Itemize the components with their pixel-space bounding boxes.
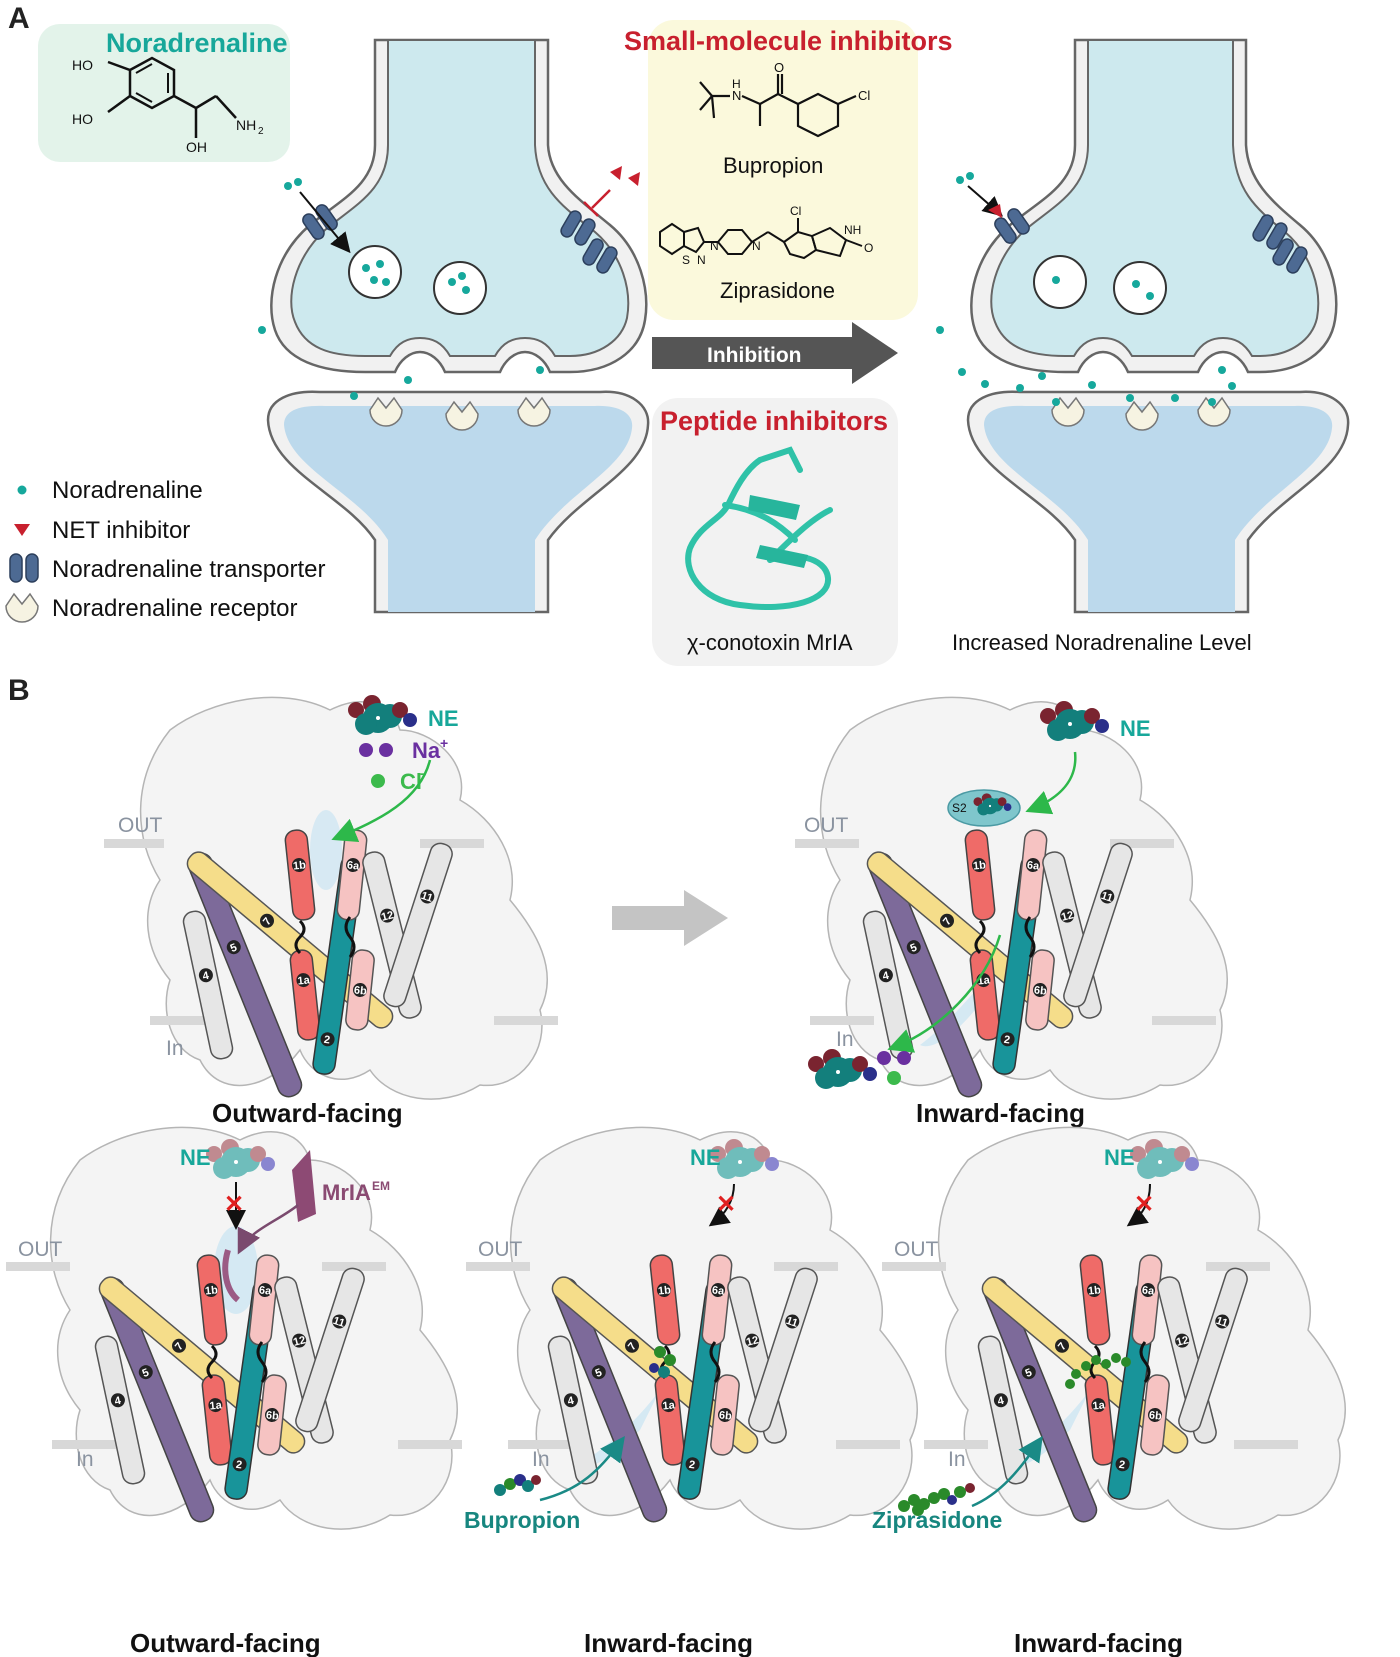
ne-label: NE — [428, 706, 459, 731]
ne-label: NE — [180, 1145, 211, 1170]
state-top-right: OUT In S2 NE Inward-facing — [795, 696, 1229, 1128]
ziprasidone-atom-o: O — [864, 241, 873, 255]
membrane-in-label: In — [76, 1448, 94, 1471]
state-label-bottom-left: Outward-facing — [130, 1628, 321, 1657]
membrane-in-label: In — [532, 1448, 550, 1471]
ziprasidone-atom-nh: NH — [844, 223, 861, 237]
legend-label-receptor: Noradrenaline receptor — [52, 595, 297, 622]
legend: Noradrenaline NET inhibitor Noradrenalin… — [5, 477, 325, 623]
state-bottom-mid: OUT In NE ✕ Bupropion Inward-facing — [464, 1126, 919, 1657]
small-molecule-box: Small-molecule inhibitors N H O Cl Bupro… — [624, 20, 953, 320]
ne-label: NE — [1120, 716, 1151, 741]
panel-letter-b: B — [8, 674, 30, 707]
membrane-out-label: OUT — [894, 1238, 939, 1261]
mria-label: MrIA — [322, 1180, 371, 1205]
legend-symbol-receptor — [5, 593, 39, 623]
legend-label-noradrenaline: Noradrenaline — [52, 477, 203, 504]
inhibition-arrow: Inhibition — [652, 322, 898, 384]
atom-nh2-sub: 2 — [258, 126, 264, 137]
state-top-left: OUT In NE Na + Cl - Outward-facing — [104, 695, 558, 1128]
ziprasidone-name: Ziprasidone — [720, 278, 835, 303]
bupropion-atom-cl: Cl — [858, 88, 870, 103]
panel-letter-a: A — [8, 2, 30, 35]
na-sup: + — [440, 735, 448, 751]
ziprasidone-atom-n: N — [710, 239, 719, 253]
membrane-in-label: In — [836, 1028, 854, 1051]
legend-symbol-net-inhibitor — [14, 524, 30, 536]
atom-oh: OH — [186, 139, 207, 155]
ne-label: NE — [1104, 1145, 1135, 1170]
bupropion-atom-h: H — [732, 77, 741, 91]
bupropion-molecule — [494, 1474, 541, 1496]
membrane-in-label: In — [948, 1448, 966, 1471]
atom-nh2: NH — [236, 117, 256, 133]
atom-ho-bottom: HO — [72, 111, 93, 127]
synapse-after: Increased Noradrenaline Level — [936, 38, 1350, 655]
ziprasidone-atom-cl: Cl — [790, 204, 801, 218]
membrane-in-label: In — [166, 1037, 184, 1060]
membrane-out-label: OUT — [18, 1238, 63, 1261]
na-label: Na — [412, 738, 441, 763]
mria-sup: EM — [372, 1179, 390, 1193]
bupropion-atom-n: N — [732, 88, 741, 103]
blocked-x: ✕ — [224, 1191, 244, 1218]
ziprasidone-drug-label: Ziprasidone — [872, 1507, 1002, 1533]
bupropion-drug-label: Bupropion — [464, 1507, 580, 1533]
inhibition-label: Inhibition — [707, 344, 801, 367]
ne-label: NE — [690, 1145, 721, 1170]
s2-label: S2 — [952, 801, 967, 815]
legend-symbol-noradrenaline — [17, 485, 27, 495]
bupropion-name: Bupropion — [723, 153, 823, 178]
legend-label-transporter: Noradrenaline transporter — [52, 556, 325, 583]
cl-sup: - — [420, 765, 425, 781]
blocked-x: ✕ — [716, 1191, 736, 1218]
blocked-x: ✕ — [1134, 1191, 1154, 1218]
transition-arrow — [612, 890, 728, 946]
bupropion-atom-o: O — [774, 60, 784, 75]
state-bottom-left: OUT In NE ✕ MrIA EM Outward-facing — [6, 1126, 462, 1657]
synapse-before — [258, 38, 650, 614]
noradrenaline-structure-box: Noradrenaline HO HO OH NH 2 — [38, 24, 290, 162]
ziprasidone-atom-s: S — [682, 253, 690, 267]
ziprasidone-molecule — [898, 1483, 975, 1516]
state-bottom-right: OUT In NE ✕ Ziprasidone Inward-facing — [872, 1126, 1347, 1657]
membrane-out-label: OUT — [478, 1238, 523, 1261]
state-label-top-left: Outward-facing — [212, 1098, 403, 1128]
legend-label-net-inhibitor: NET inhibitor — [52, 517, 190, 544]
cl-label: Cl — [400, 769, 422, 794]
ziprasidone-atom-n3: N — [697, 253, 706, 267]
state-label-bottom-mid: Inward-facing — [584, 1628, 753, 1657]
legend-symbol-transporter — [9, 553, 39, 583]
membrane-out-label: OUT — [804, 814, 849, 837]
result-caption: Increased Noradrenaline Level — [952, 630, 1252, 655]
state-label-top-right: Inward-facing — [916, 1098, 1085, 1128]
atom-ho-top: HO — [72, 57, 93, 73]
membrane-out-label: OUT — [118, 814, 163, 837]
peptide-title: Peptide inhibitors — [660, 406, 888, 436]
peptide-name: χ-conotoxin MrIA — [687, 630, 853, 655]
noradrenaline-title: Noradrenaline — [106, 28, 288, 58]
ziprasidone-atom-n2: N — [752, 239, 761, 253]
small-molecule-title: Small-molecule inhibitors — [624, 26, 953, 56]
state-label-bottom-right: Inward-facing — [1014, 1628, 1183, 1657]
peptide-box: Peptide inhibitors χ-conotoxin MrIA — [652, 398, 898, 666]
